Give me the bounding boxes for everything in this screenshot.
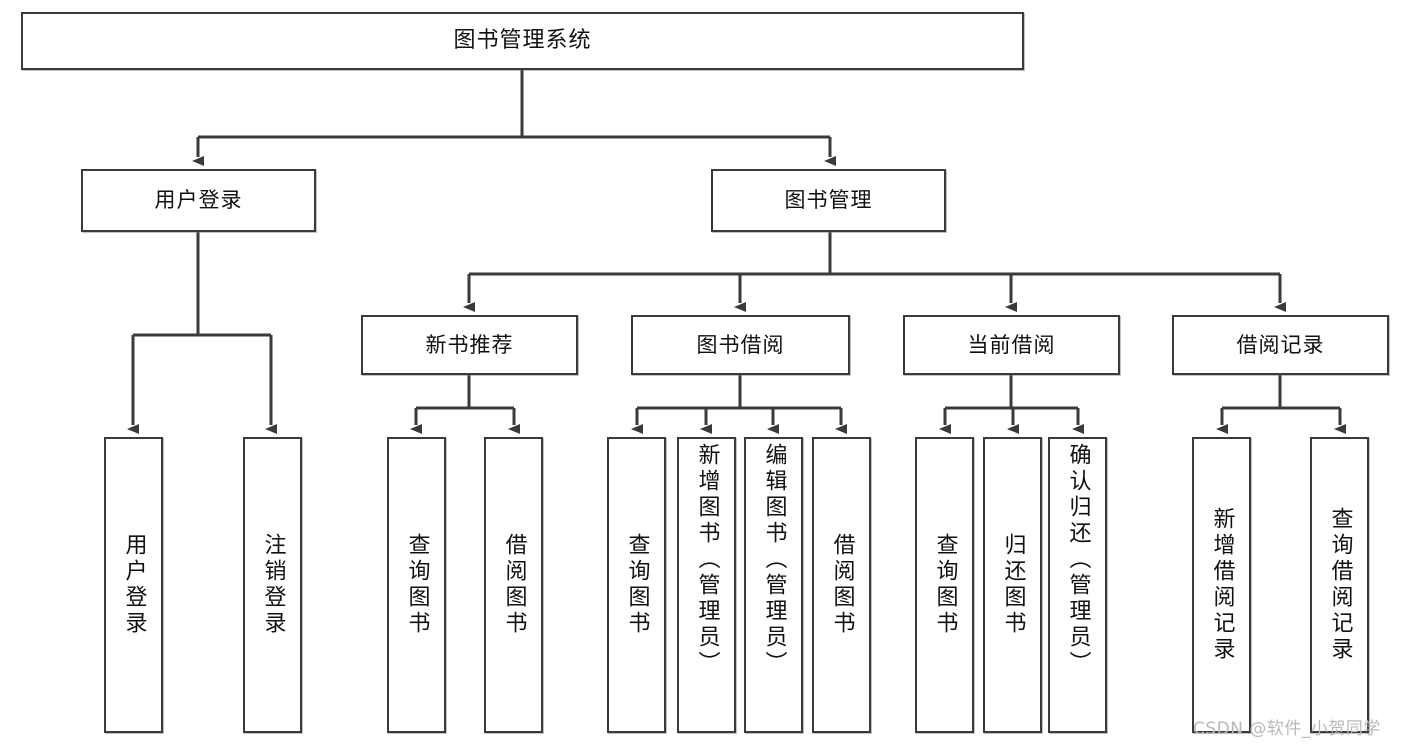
node-book-borrow[interactable]: 图书借阅 xyxy=(631,315,850,375)
leaf-query-borrow-record[interactable]: 查询借阅记录 xyxy=(1310,437,1369,733)
leaf-add-borrow-record[interactable]: 新增借阅记录 xyxy=(1192,437,1251,733)
leaf-query-book-borrow[interactable]: 查询图书 xyxy=(607,437,666,733)
leaf-confirm-return-admin[interactable]: 确认归还（管理员） xyxy=(1048,437,1107,733)
node-new-book-recommend[interactable]: 新书推荐 xyxy=(361,315,578,375)
leaf-query-book-recommend[interactable]: 查询图书 xyxy=(387,437,446,733)
node-label: 当前借阅 xyxy=(967,332,1056,357)
leaf-add-book-admin[interactable]: 新增图书（管理员） xyxy=(677,437,736,733)
node-label: 借阅记录 xyxy=(1236,332,1325,357)
node-label: 新增图书（管理员） xyxy=(694,443,720,677)
node-borrow-record[interactable]: 借阅记录 xyxy=(1172,315,1389,375)
node-label: 图书管理系统 xyxy=(453,28,592,54)
leaf-return-book[interactable]: 归还图书 xyxy=(983,437,1042,733)
node-label: 查询图书 xyxy=(624,533,650,637)
node-user-login[interactable]: 用户登录 xyxy=(81,169,316,232)
node-label: 图书借阅 xyxy=(696,332,785,357)
node-book-management[interactable]: 图书管理 xyxy=(711,169,946,232)
node-label: 图书管理 xyxy=(784,188,873,213)
node-label: 编辑图书（管理员） xyxy=(761,443,787,677)
node-label: 新书推荐 xyxy=(425,332,514,357)
node-label: 用户登录 xyxy=(121,533,147,637)
node-label: 查询借阅记录 xyxy=(1327,507,1353,663)
leaf-borrow-book[interactable]: 借阅图书 xyxy=(812,437,871,733)
node-label: 借阅图书 xyxy=(501,533,527,637)
node-label: 查询图书 xyxy=(932,533,958,637)
leaf-edit-book-admin[interactable]: 编辑图书（管理员） xyxy=(744,437,803,733)
node-label: 借阅图书 xyxy=(829,533,855,637)
watermark-text: CSDN @软件_小贺同学 xyxy=(1193,719,1381,739)
node-label: 确认归还（管理员） xyxy=(1065,443,1091,677)
node-label: 查询图书 xyxy=(404,533,430,637)
node-label: 注销登录 xyxy=(260,533,286,637)
leaf-user-logout[interactable]: 注销登录 xyxy=(243,437,302,733)
node-label: 新增借阅记录 xyxy=(1209,507,1235,663)
node-label: 归还图书 xyxy=(1000,533,1026,637)
node-label: 用户登录 xyxy=(154,188,243,213)
leaf-query-book-current[interactable]: 查询图书 xyxy=(915,437,974,733)
node-root-system[interactable]: 图书管理系统 xyxy=(21,12,1024,70)
leaf-borrow-book-recommend[interactable]: 借阅图书 xyxy=(484,437,543,733)
node-current-borrow[interactable]: 当前借阅 xyxy=(903,315,1120,375)
leaf-user-login[interactable]: 用户登录 xyxy=(104,437,163,733)
